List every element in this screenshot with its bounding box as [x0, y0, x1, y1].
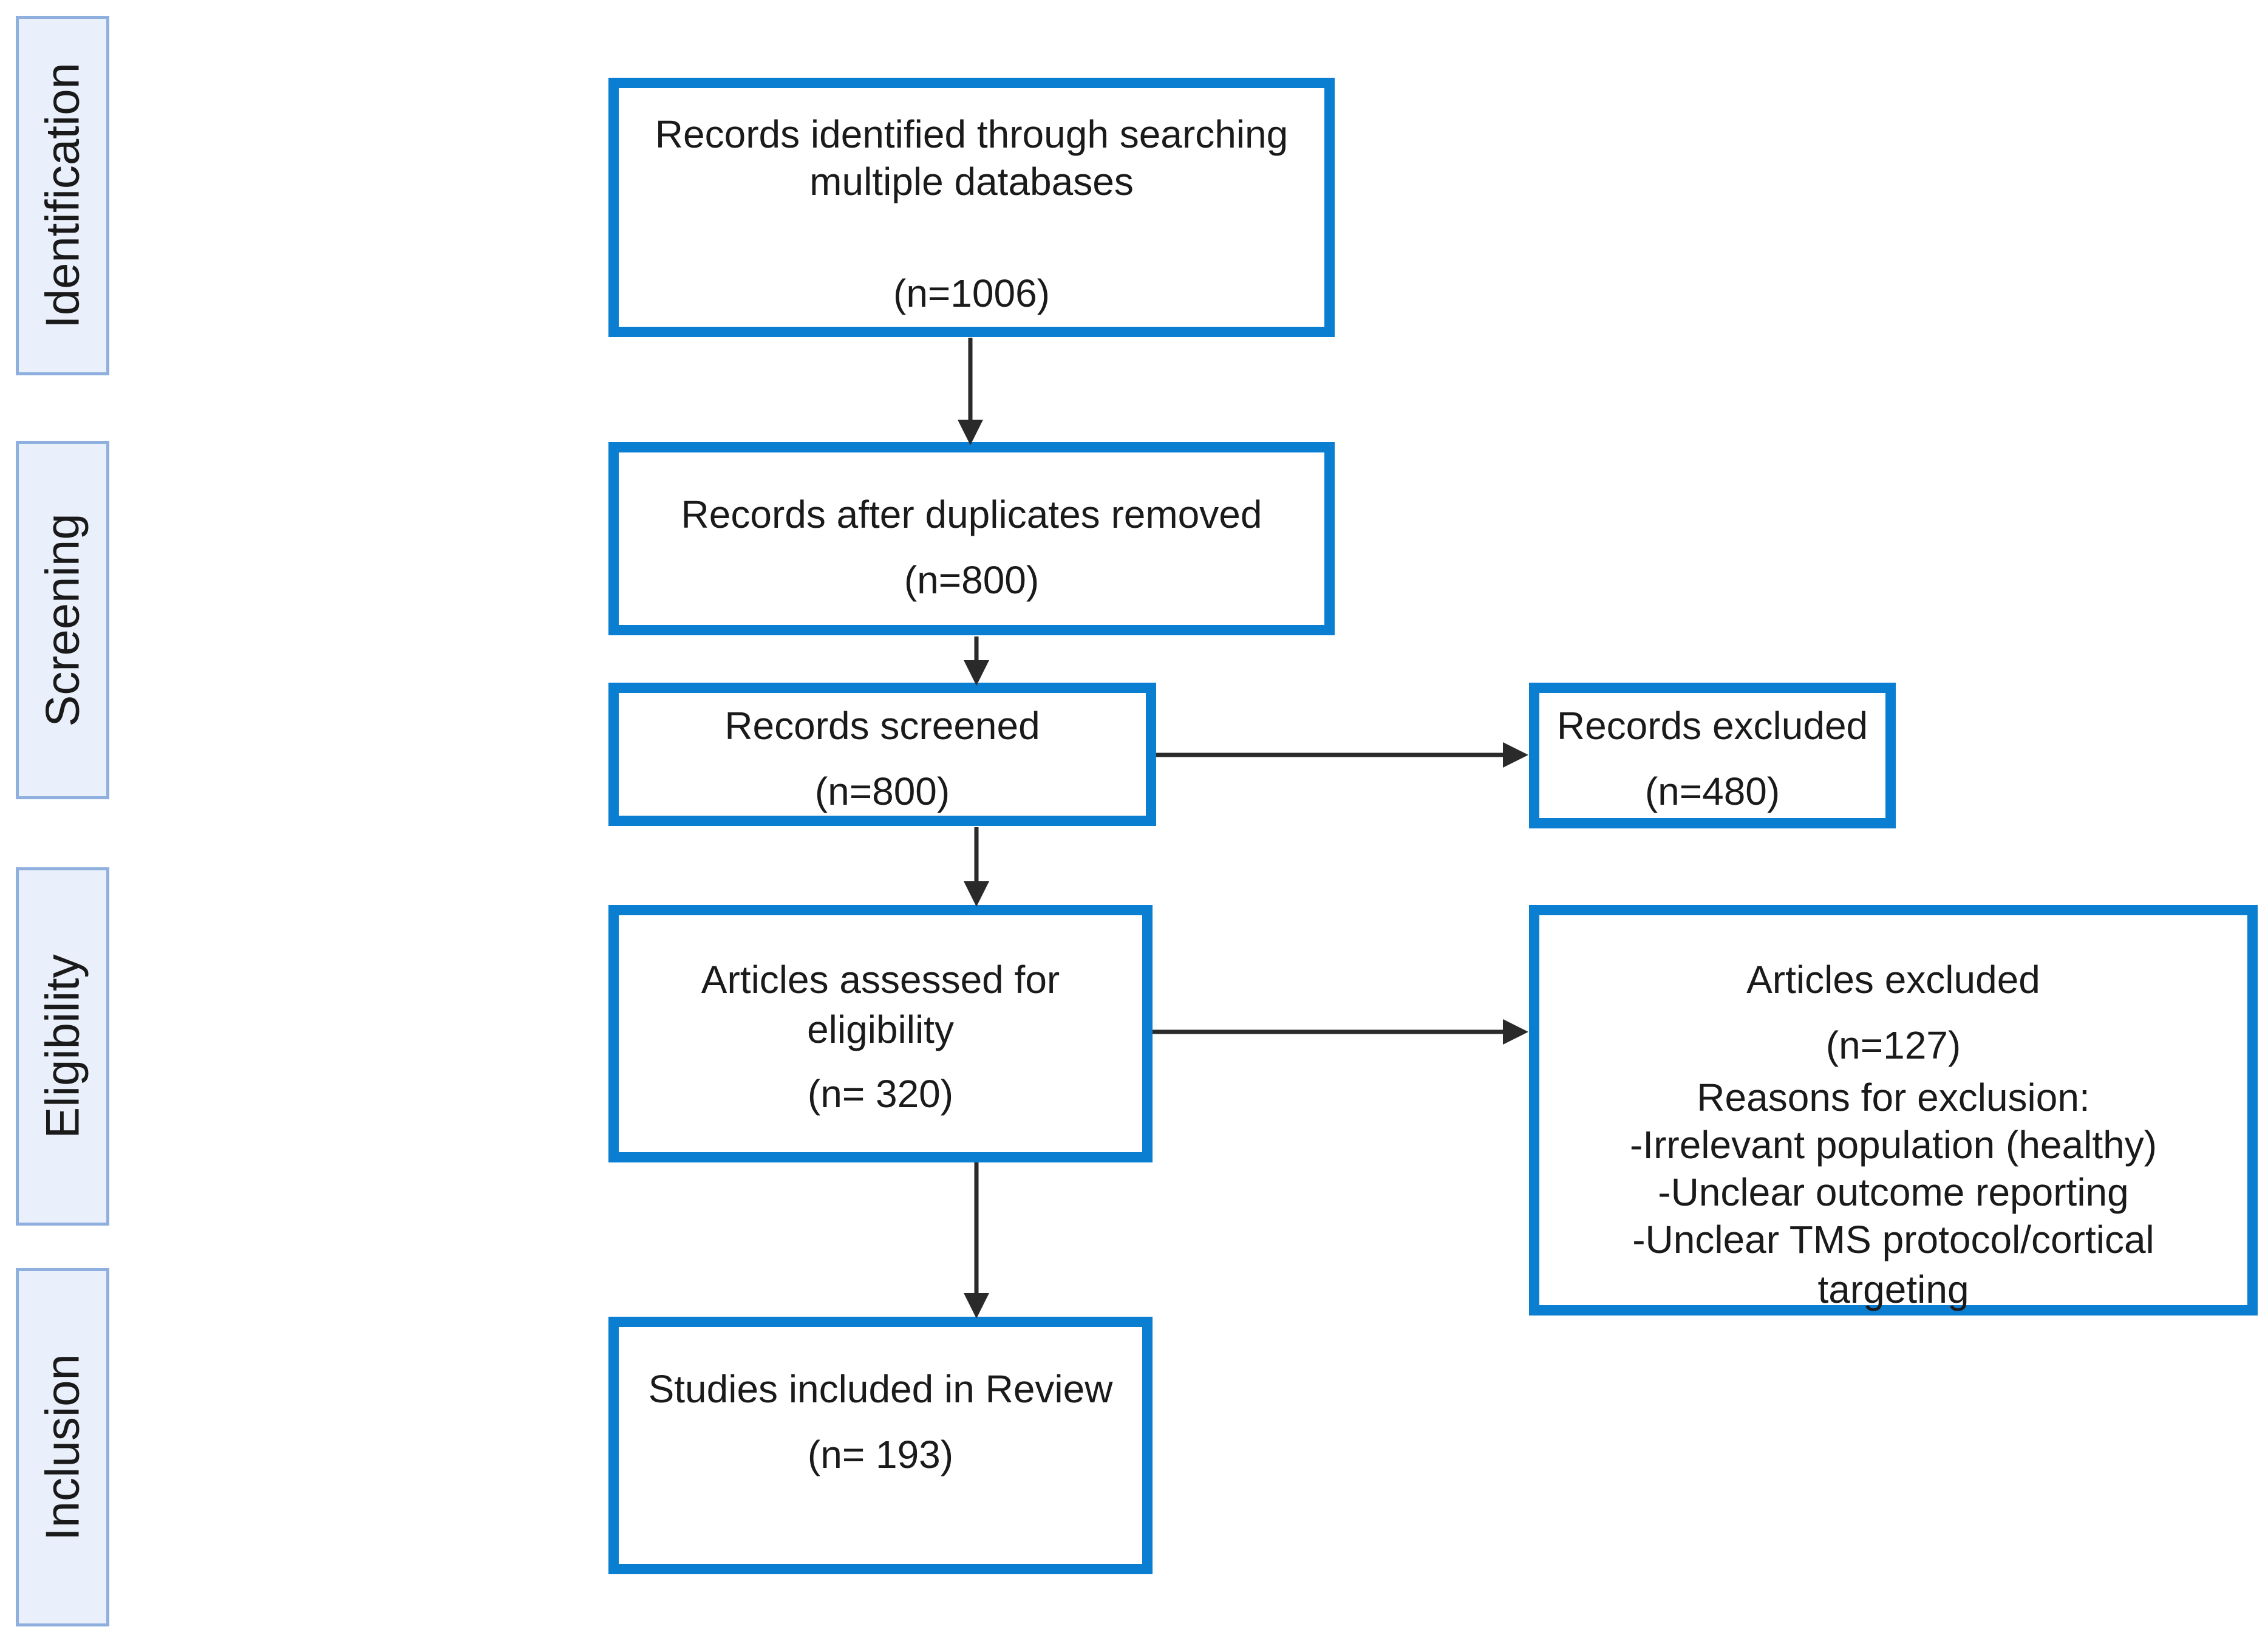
box-records-deduplicated-count: (n=800)	[904, 558, 1040, 602]
box-articles-excluded: Articles excluded (n=127) Reasons for ex…	[1529, 905, 2258, 1316]
box-articles-excluded-reasons-title: Reasons for exclusion:	[1697, 1076, 2090, 1119]
box-articles-assessed-line2: eligibility	[807, 1008, 954, 1051]
box-articles-excluded-count: (n=127)	[1825, 1023, 1961, 1067]
box-articles-excluded-reason-2: -Unclear outcome reporting	[1658, 1170, 2129, 1214]
box-studies-included-label: Studies included in Review	[648, 1367, 1113, 1411]
box-articles-excluded-reason-3: -Unclear TMS protocol/cortical	[1632, 1218, 2154, 1261]
stage-identification: Identification	[16, 16, 109, 375]
box-records-identified-count: (n=1006)	[893, 271, 1050, 315]
box-records-excluded-count: (n=480)	[1644, 770, 1780, 813]
box-records-identified: Records identified through searching mul…	[608, 78, 1335, 337]
stage-eligibility: Eligibility	[16, 867, 109, 1226]
box-records-excluded: Records excluded (n=480)	[1529, 683, 1896, 828]
box-records-deduplicated: Records after duplicates removed (n=800)	[608, 442, 1335, 635]
box-articles-excluded-label: Articles excluded	[1746, 958, 2040, 1002]
box-records-excluded-label: Records excluded	[1556, 704, 1868, 748]
box-studies-included-count: (n= 193)	[807, 1433, 954, 1476]
box-articles-excluded-reason-4: targeting	[1817, 1268, 1969, 1311]
box-records-screened-count: (n=800)	[814, 770, 950, 813]
box-articles-assessed-line1: Articles assessed for	[701, 958, 1060, 1002]
box-records-identified-line2: multiple databases	[809, 160, 1134, 203]
stage-screening: Screening	[16, 441, 109, 799]
box-records-screened-label: Records screened	[724, 704, 1040, 748]
box-articles-assessed: Articles assessed for eligibility (n= 32…	[608, 905, 1153, 1162]
box-records-identified-line1: Records identified through searching	[655, 112, 1289, 156]
box-articles-excluded-reason-1: -Irrelevant population (healthy)	[1629, 1123, 2157, 1167]
stage-inclusion: Inclusion	[16, 1268, 109, 1626]
box-studies-included: Studies included in Review (n= 193)	[608, 1317, 1153, 1574]
box-records-screened: Records screened (n=800)	[608, 683, 1156, 826]
box-records-deduplicated-label: Records after duplicates removed	[681, 493, 1262, 536]
box-articles-assessed-count: (n= 320)	[807, 1072, 954, 1116]
